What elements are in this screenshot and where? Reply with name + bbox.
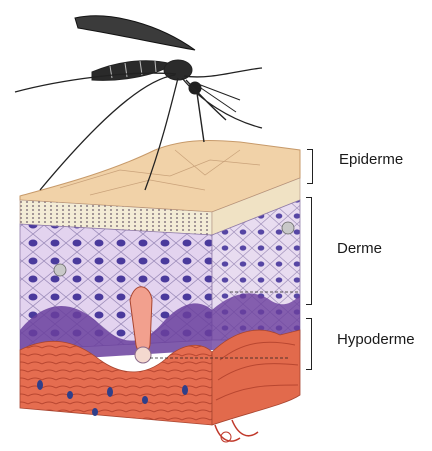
hypodermis-bracket bbox=[306, 318, 312, 370]
epidermis-bracket bbox=[307, 149, 313, 184]
label-hypodermis: Hypoderme bbox=[337, 331, 415, 348]
hypodermis-side bbox=[212, 330, 300, 425]
mosquito-wing bbox=[75, 16, 195, 50]
gland bbox=[54, 264, 66, 276]
mosquito-abdomen bbox=[92, 61, 172, 81]
mosquito-proboscis bbox=[197, 93, 204, 142]
label-epidermis: Epiderme bbox=[339, 151, 403, 168]
dermis-bracket bbox=[306, 197, 312, 305]
gland bbox=[282, 222, 294, 234]
label-dermis: Derme bbox=[337, 240, 382, 257]
